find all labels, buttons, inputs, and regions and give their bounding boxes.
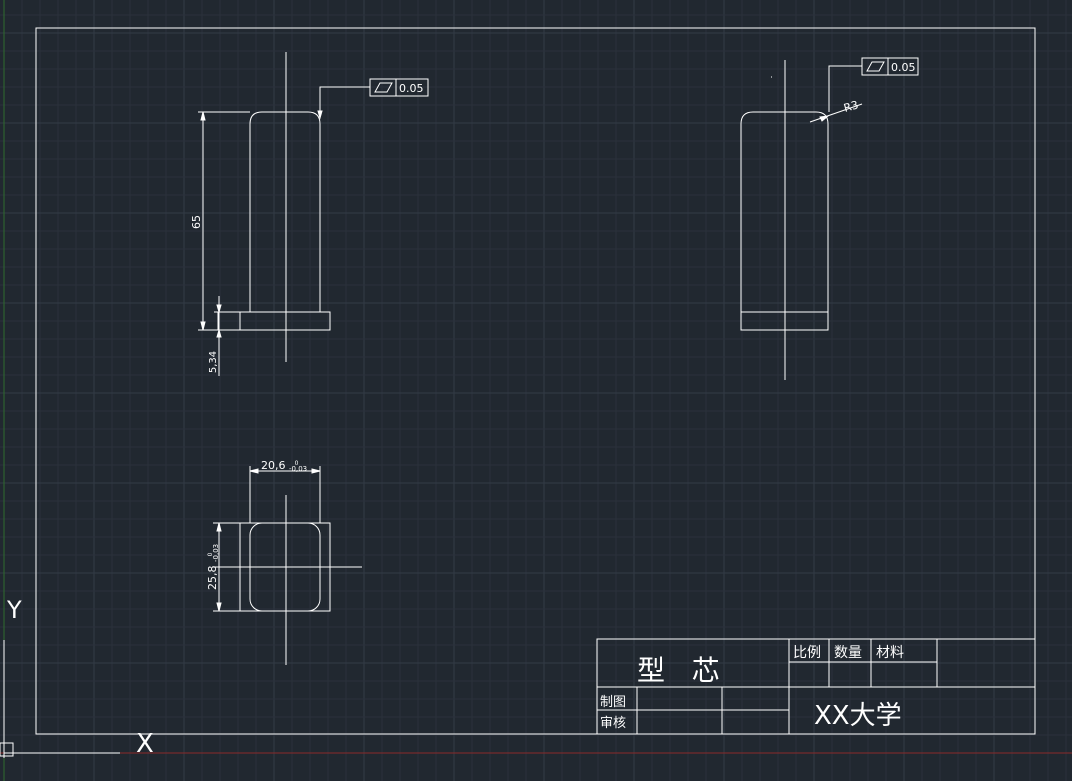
r3-leader (809, 103, 863, 123)
right-flatness-frame (861, 57, 919, 76)
dim-depth-value: 25,8 (206, 566, 219, 591)
top-view (212, 466, 362, 665)
top-view-inner-rounded (249, 522, 321, 612)
dim-width-text: 20,6 -0,03 0 (261, 459, 311, 474)
dim-depth-tol-upper: 0 (207, 552, 214, 556)
part-name: 型 芯 (637, 654, 720, 687)
dim-depth-text: 25,8 -0,03 0 (206, 540, 221, 590)
dim-65-text: 65 (190, 215, 203, 229)
r3-text: R3 (842, 98, 860, 115)
ucs-icon (0, 640, 120, 758)
checked-label: 审核 (600, 716, 626, 731)
left-view-body-outline (249, 111, 321, 312)
right-view-body-outline (740, 111, 829, 331)
left-front-view (198, 52, 429, 376)
left-flatness-frame (369, 78, 429, 97)
dim-534-text: 5,34 (208, 351, 219, 373)
ucs-x-label: X (136, 729, 154, 759)
left-flatness-value: 0.05 (399, 82, 424, 95)
dim-width-tol-lower: -0,03 (289, 465, 307, 473)
quantity-label: 数量 (834, 645, 862, 661)
left-flatness-symbol (374, 82, 393, 93)
school-name: XX大学 (814, 701, 902, 731)
left-view-base-flange (217, 311, 331, 331)
right-flatness-value: 0.05 (891, 61, 916, 74)
drawn-label: 制图 (600, 695, 626, 710)
right-side-view (740, 57, 919, 380)
right-flatness-leader (828, 65, 862, 112)
right-flatness-symbol (866, 61, 885, 72)
material-label: 材料 (876, 645, 904, 661)
dim-width-value: 20,6 (261, 459, 286, 472)
ucs-y-label: Y (6, 596, 22, 624)
dim-width-tol-upper: 0 (295, 460, 299, 467)
title-block (596, 638, 1036, 735)
dim-depth-tol-lower: -0,03 (212, 544, 220, 562)
drawing-border (35, 27, 1036, 735)
left-flatness-leader (319, 86, 370, 118)
scale-label: 比例 (793, 645, 821, 661)
